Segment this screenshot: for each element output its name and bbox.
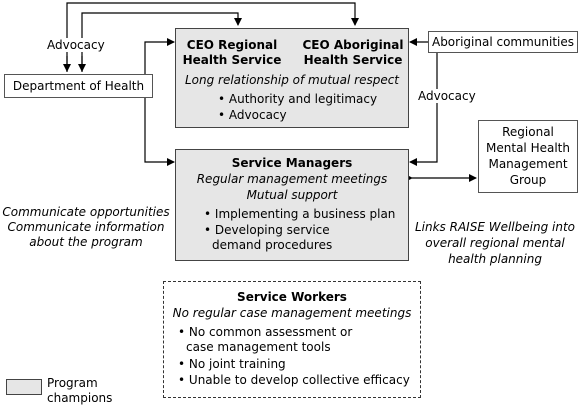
ceo-bullet-1: • Authority and legitimacy <box>218 92 378 106</box>
ceo-regional-line2: Health Service <box>182 53 282 67</box>
advocacy-label-top: Advocacy <box>47 38 105 52</box>
aboriginal-communities-box: Aboriginal communities <box>428 31 578 53</box>
regional-group-line4: Group <box>509 173 547 187</box>
aboriginal-communities-label: Aboriginal communities <box>431 35 575 49</box>
service-workers-box: Service Workers No regular case manageme… <box>163 281 421 398</box>
advocacy-label-side: Advocacy <box>418 89 476 103</box>
ceo-relationship: Long relationship of mutual respect <box>184 73 400 87</box>
service-managers-line2: Mutual support <box>246 188 338 202</box>
legend-label-line1: Program <box>47 376 98 390</box>
ceo-aboriginal-line2: Health Service <box>303 53 403 67</box>
left-note-line2: Communicate information <box>7 220 165 234</box>
service-workers-title: Service Workers <box>237 290 347 304</box>
legend-swatch <box>6 379 42 395</box>
service-managers-box: Service Managers Regular management meet… <box>175 149 409 261</box>
arrow-aboriginal-to-managers <box>409 52 438 166</box>
workers-bullet-1-cont: case management tools <box>186 340 331 354</box>
ceo-aboriginal-line1: CEO Aboriginal <box>302 38 404 52</box>
department-of-health-label: Department of Health <box>12 79 145 93</box>
ceo-box: CEO Regional Health Service CEO Aborigin… <box>175 28 409 128</box>
regional-group-line1: Regional <box>502 125 554 139</box>
ceo-bullet-2: • Advocacy <box>218 108 287 122</box>
managers-bullet-1: • Implementing a business plan <box>204 207 396 221</box>
service-managers-line1: Regular management meetings <box>196 172 388 186</box>
regional-group-box: Regional Mental Health Management Group <box>478 120 578 193</box>
right-note-line2: overall regional mental <box>425 236 565 250</box>
service-workers-subtitle: No regular case management meetings <box>172 306 412 320</box>
left-note-line3: about the program <box>29 235 143 249</box>
arrow-doh-to-managers <box>144 86 175 166</box>
workers-bullet-3: • Unable to develop collective efficacy <box>178 373 410 387</box>
workers-bullet-2: • No joint training <box>178 357 286 371</box>
legend-label-line2: champions <box>47 391 113 405</box>
regional-group-line3: Management <box>488 157 568 171</box>
managers-bullet-2: • Developing service <box>204 223 330 237</box>
ceo-regional-line1: CEO Regional <box>186 38 278 52</box>
service-managers-title: Service Managers <box>231 156 353 170</box>
managers-bullet-2-cont: demand procedures <box>212 238 333 252</box>
right-note-line1: Links RAISE Wellbeing into <box>414 220 575 234</box>
regional-group-line2: Mental Health <box>486 141 570 155</box>
arrow-doh-to-ceo-regional <box>66 2 359 72</box>
department-of-health-box: Department of Health <box>4 74 153 98</box>
right-note-line3: health planning <box>448 252 542 266</box>
left-note-line1: Communicate opportunities <box>2 205 170 219</box>
workers-bullet-1: • No common assessment or <box>178 325 353 339</box>
